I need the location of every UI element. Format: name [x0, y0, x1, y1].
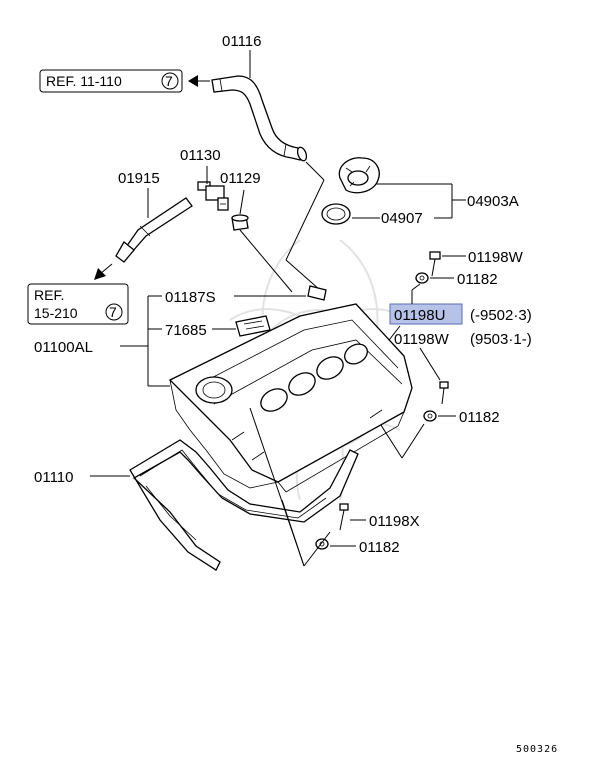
ref-15-210-line2: 15-210 — [34, 305, 78, 321]
pcv-grommet[interactable] — [231, 214, 249, 231]
label-01100al: 01100AL — [34, 339, 93, 356]
label-04907: 04907 — [381, 210, 423, 227]
label-01182-a: 01182 — [457, 271, 498, 288]
washer-01182-b[interactable] — [423, 410, 437, 422]
label-01198u: 01198U — [394, 307, 445, 324]
arrow-left-icon — [188, 75, 210, 87]
label-01198x: 01198X — [369, 513, 420, 530]
part-01198u-highlight[interactable]: 01198U — [389, 303, 463, 325]
oil-filler-cap[interactable] — [338, 157, 380, 194]
drawing-code: 500326 — [516, 744, 558, 755]
label-01110: 01110 — [34, 469, 74, 486]
label-01187s: 01187S — [165, 289, 216, 306]
arrow-down-left-icon — [94, 263, 113, 280]
label-01198u-range: (-9502·3) — [470, 307, 532, 324]
rocker-cover-gasket[interactable] — [129, 439, 359, 571]
ref-box-11-110[interactable]: REF. 11-110 7 — [39, 69, 183, 93]
rocker-cover[interactable] — [168, 303, 413, 493]
label-01182-c: 01182 — [359, 539, 400, 556]
bolt-01198w-right[interactable] — [439, 381, 449, 405]
caution-sticker[interactable] — [235, 315, 271, 337]
ref-11-110-text: REF. 11-110 — [46, 73, 122, 89]
label-04903a: 04903A — [467, 193, 519, 210]
label-01198w-second-range: (9503·1-) — [470, 331, 532, 348]
label-71685: 71685 — [165, 322, 207, 339]
oil-cap-gasket[interactable] — [321, 203, 351, 225]
label-01116: 01116 — [222, 33, 262, 50]
pipe-01187s[interactable] — [307, 285, 327, 301]
pcv-valve[interactable] — [197, 181, 229, 211]
breather-hose-left[interactable] — [115, 197, 193, 263]
washer-01182-a[interactable] — [415, 272, 429, 284]
bolt-01198x[interactable] — [339, 503, 349, 531]
ref-box-15-210[interactable]: REF. 15-210 7 — [27, 283, 129, 325]
bolt-01198w-top[interactable] — [429, 251, 441, 277]
ref-15-210-line1: REF. — [34, 287, 64, 303]
ref-11-110-circle: 7 — [165, 73, 173, 89]
label-01129: 01129 — [220, 170, 261, 187]
ref-15-210-circle: 7 — [109, 304, 117, 320]
label-01915: 01915 — [118, 170, 160, 187]
label-01130: 01130 — [180, 147, 221, 164]
label-01198w-second: 01198W — [394, 331, 450, 348]
label-01182-b: 01182 — [459, 409, 500, 426]
breather-hose-top[interactable] — [211, 75, 308, 162]
label-01198w-top: 01198W — [468, 249, 524, 266]
highlight-box — [389, 303, 463, 325]
